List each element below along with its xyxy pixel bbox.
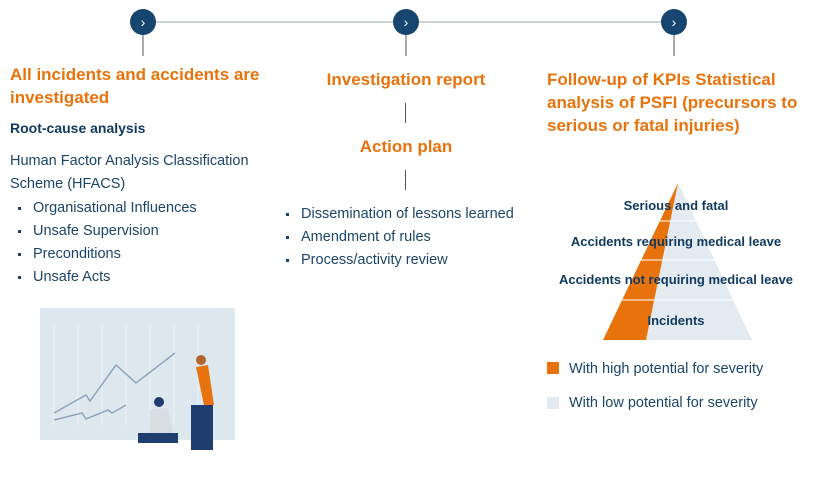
step1-subtitle: Root-cause analysis: [10, 120, 146, 136]
list-item: Amendment of rules: [278, 226, 514, 249]
pyramid-level: Serious and fatal: [623, 198, 729, 213]
pyramid-level: Accidents requiring medical leave: [570, 234, 782, 249]
step2-subtitle: Action plan: [359, 137, 453, 156]
step2-bullets: Dissemination of lessons learned Amendme…: [278, 203, 514, 272]
step1-title: All incidents and accidents are investig…: [10, 65, 260, 107]
pyramid-level: Incidents: [647, 313, 705, 328]
chevron-right-icon: ›: [393, 9, 419, 35]
list-item: Dissemination of lessons learned: [278, 203, 514, 226]
list-item: Process/activity review: [278, 249, 514, 272]
legend-swatch-low: [547, 397, 559, 409]
legend-label-high: With high potential for severity: [569, 361, 764, 377]
legend-swatch-high: [547, 362, 559, 374]
pyramid-level: Accidents not requiring medical leave: [558, 272, 794, 287]
list-item: Unsafe Acts: [10, 266, 197, 289]
list-item: Organisational Influences: [10, 197, 197, 220]
connector: [405, 103, 406, 123]
connector: [405, 170, 406, 190]
step2-title: Investigation report: [326, 70, 486, 89]
step3-title: Follow-up of KPIs Statistical analysis o…: [547, 70, 798, 135]
step1-bullets: Organisational Influences Unsafe Supervi…: [10, 197, 197, 289]
chevron-right-icon: ›: [130, 9, 156, 35]
step1-description: Human Factor Analysis Classification Sch…: [10, 153, 249, 192]
legend-label-low: With low potential for severity: [569, 395, 758, 411]
list-item: Unsafe Supervision: [10, 220, 197, 243]
chevron-right-icon: ›: [661, 9, 687, 35]
illustration-people-chart: [40, 308, 235, 450]
list-item: Preconditions: [10, 243, 197, 266]
